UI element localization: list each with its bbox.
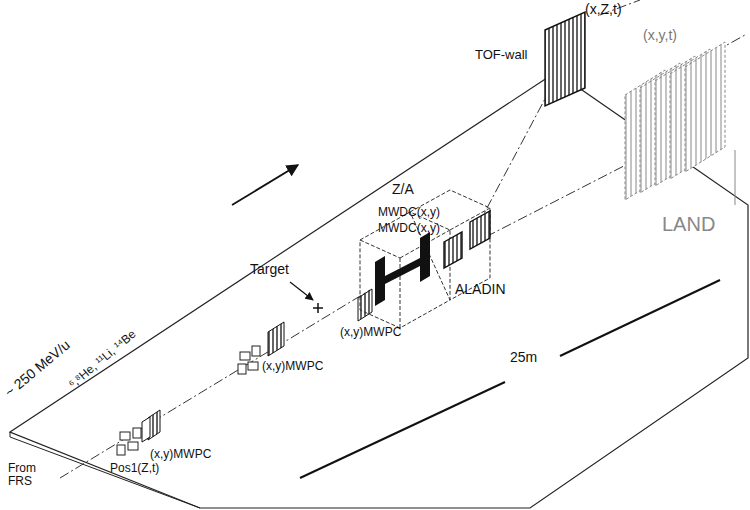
land-pointer: [735, 150, 736, 205]
measured-quantities: (x,y,t): [643, 28, 677, 43]
detector-name: TOF-wall: [475, 48, 527, 62]
mwdc-detector: [444, 232, 462, 268]
pos1-detector: [117, 428, 141, 455]
target-label: Target: [250, 262, 289, 277]
detector-name: MWDC(x,y): [378, 222, 440, 235]
detector-name: LAND: [662, 213, 715, 235]
quantity-label: Z/A: [392, 182, 414, 197]
pos-detector: [238, 346, 260, 374]
beam-energy: ~ 250 MeV/u: [2, 337, 73, 400]
detector-name: MWDC(x,y): [378, 206, 440, 219]
target-pointer: [290, 282, 313, 300]
detector-name: (x,y)MWPC: [150, 448, 211, 461]
beam-arrow: [232, 165, 298, 205]
measured-quantities: (x,Z,t): [585, 2, 622, 17]
mwdc-detector: [470, 211, 490, 249]
detector-name: Pos1(Z,t): [110, 462, 159, 475]
tof-wall: [545, 12, 585, 106]
aladin-magnet: [360, 190, 490, 328]
beam-species: ⁶,⁸He, ¹¹Li, ¹⁴Be: [67, 328, 139, 392]
beam-line: [60, 0, 745, 478]
dimension-line: [300, 280, 720, 478]
magnet-name: ALADIN: [455, 282, 506, 297]
mwpc-detector: [268, 322, 284, 356]
beam-source: From FRS: [8, 462, 48, 488]
detector-name: (x,y)MWPC: [262, 360, 323, 373]
dimension-label: 25m: [510, 350, 537, 365]
aladin-yoke: [375, 232, 430, 306]
land-detector: [625, 42, 725, 200]
mwpc-detector: [142, 417, 150, 442]
detector-name: (x,y)MWPC: [340, 326, 401, 339]
target-mark: [313, 303, 323, 313]
